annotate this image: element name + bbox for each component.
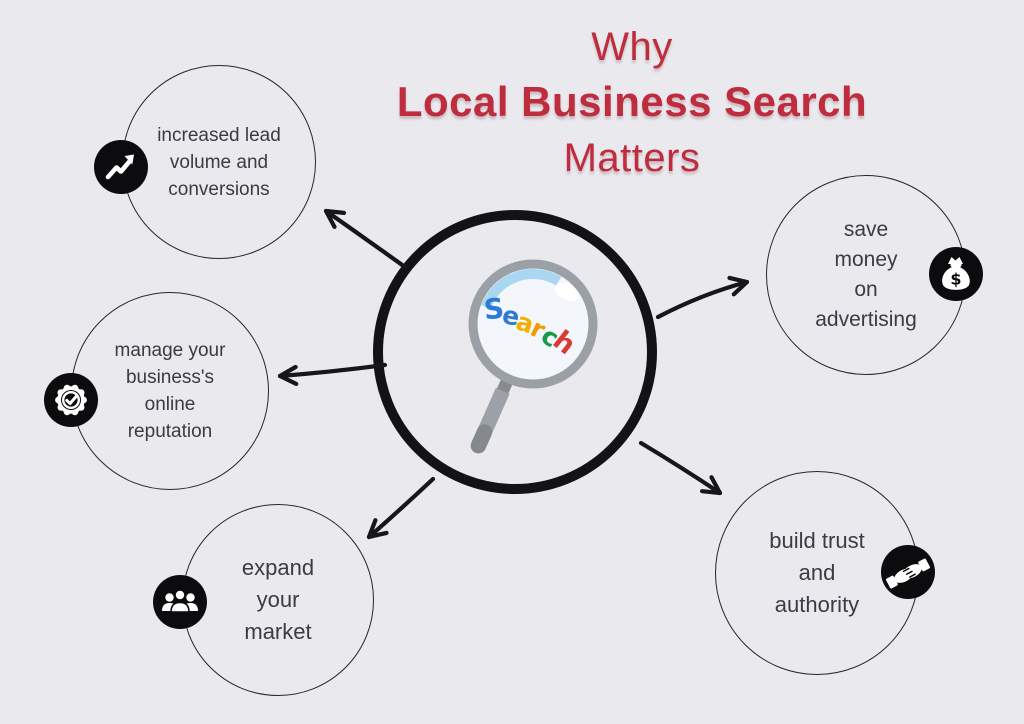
money-bag-icon: $ bbox=[929, 247, 983, 301]
node-text-line: expand bbox=[241, 555, 315, 580]
node-text: build trust and authority bbox=[769, 525, 864, 621]
search-magnifier-illustration bbox=[468, 259, 598, 454]
node-build-trust: build trust and authority bbox=[715, 471, 919, 675]
arrow-to-online-reputation bbox=[277, 362, 388, 386]
node-text-line: build trust bbox=[769, 528, 865, 553]
handshake-icon bbox=[881, 545, 935, 599]
node-text-line: increased lead bbox=[157, 124, 281, 146]
node-text: increased lead volume and conversions bbox=[157, 122, 281, 203]
node-text: save money on advertising bbox=[815, 215, 917, 335]
node-online-reputation: manage your business's online reputation bbox=[71, 292, 269, 490]
verified-badge-icon bbox=[44, 373, 98, 427]
arrow-to-increased-leads bbox=[323, 208, 408, 270]
title-line-2: Local Business Search bbox=[396, 78, 868, 125]
node-text-line: online bbox=[144, 394, 196, 415]
arrow-to-save-money bbox=[655, 275, 750, 320]
trend-up-icon bbox=[94, 140, 148, 194]
node-text-line: volume and bbox=[169, 151, 269, 173]
node-text: manage your business's online reputation bbox=[115, 337, 226, 445]
node-text-line: money bbox=[834, 248, 898, 271]
lens-shine bbox=[555, 282, 579, 302]
node-text-line: conversions bbox=[168, 178, 270, 200]
node-text-line: reputation bbox=[127, 421, 213, 442]
title-line-3: Matters bbox=[563, 136, 701, 180]
node-text-line: authority bbox=[774, 592, 860, 617]
node-text-line: and bbox=[798, 560, 836, 585]
node-text: expand your market bbox=[242, 552, 314, 648]
node-text-line: business's bbox=[125, 367, 215, 388]
node-text-line: advertising bbox=[815, 308, 917, 331]
dollar-glyph: $ bbox=[950, 270, 961, 289]
node-expand-market: expand your market bbox=[182, 504, 374, 696]
lens-blue-tint bbox=[478, 269, 588, 379]
central-circle bbox=[373, 210, 657, 494]
node-text-line: manage your bbox=[114, 340, 226, 361]
arrow-to-build-trust bbox=[638, 440, 723, 496]
node-text-line: on bbox=[854, 278, 878, 301]
node-increased-leads: increased lead volume and conversions bbox=[122, 65, 316, 259]
title-line-1: Why bbox=[591, 25, 673, 69]
node-text-line: your bbox=[256, 587, 300, 612]
people-group-icon bbox=[153, 575, 207, 629]
magnifier-handle-tip bbox=[470, 424, 493, 454]
page-title: Why Local Business Search Matters bbox=[232, 20, 1024, 186]
node-text-line: market bbox=[244, 619, 312, 644]
node-text-line: save bbox=[843, 218, 889, 241]
arrow-to-expand-market bbox=[366, 476, 436, 540]
node-save-money: save money on advertising bbox=[766, 175, 966, 375]
